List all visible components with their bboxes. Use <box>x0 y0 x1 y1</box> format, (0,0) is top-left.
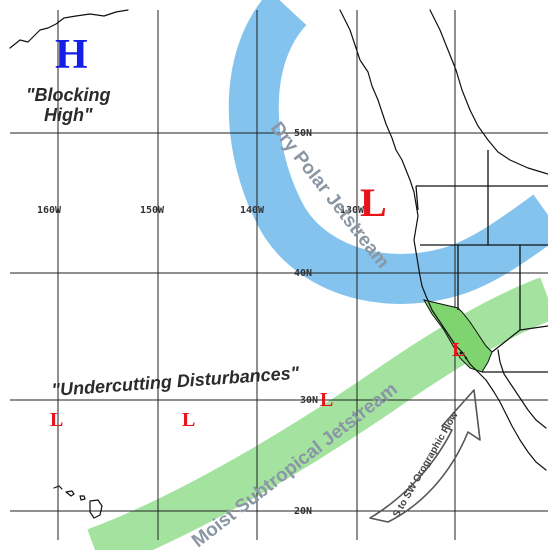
lon-label-150w: 150W <box>140 205 165 216</box>
lat-label-50n: 50N <box>294 128 312 139</box>
blocking-high-label-line1: "Blocking <box>26 85 111 105</box>
low-marker-30n: L <box>320 389 333 411</box>
california-highlight <box>422 299 493 373</box>
moist-subtropical-jetstream-label: Moist Subtropical Jetstream <box>188 379 401 550</box>
low-marker-west: L <box>50 409 63 431</box>
north-america-coastline <box>339 9 547 471</box>
lon-label-140w: 140W <box>240 205 265 216</box>
lat-label-40n: 40N <box>294 268 312 279</box>
political-borders <box>415 150 548 373</box>
hawaiian-islands <box>53 485 103 519</box>
baja-islands <box>459 351 468 360</box>
canada-inland-coast <box>429 9 548 175</box>
lat-label-20n: 20N <box>294 506 312 517</box>
low-marker-southern-california: L <box>452 339 465 361</box>
low-marker-pacific-nw: L <box>360 180 387 225</box>
orographic-flow-arrow <box>369 389 481 523</box>
coordinate-labels: 50N 40N 30N 20N 160W 150W 140W 130W <box>37 128 365 517</box>
low-marker-central: L <box>182 409 195 431</box>
dry-polar-jetstream-band <box>228 0 548 304</box>
undercutting-disturbances-label: "Undercutting Disturbances" <box>51 363 300 400</box>
gulf-of-california-coast <box>497 349 547 429</box>
alaska-coast <box>9 9 129 49</box>
blocking-high-marker: H <box>55 32 88 78</box>
lon-label-130w: 130W <box>340 205 365 216</box>
blocking-high-label-line2: High" <box>44 105 93 125</box>
lat-label-30n: 30N <box>300 395 318 406</box>
lat-lon-grid <box>10 10 548 540</box>
moist-subtropical-jetstream-band <box>87 277 548 550</box>
lon-label-160w: 160W <box>37 205 62 216</box>
